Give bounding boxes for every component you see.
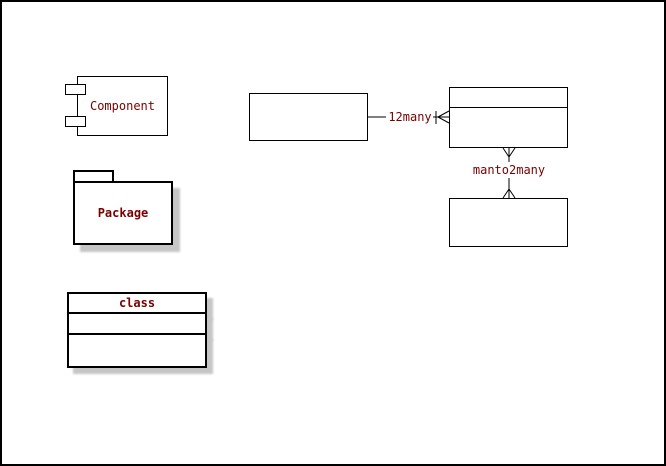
entity-box[interactable] [449,198,568,247]
class-operations-compartment[interactable] [67,333,207,368]
entity-box-with-header[interactable] [449,87,568,148]
component-label: Component [89,99,156,113]
package-label: Package [97,206,149,220]
crow-foot-many-icon [437,110,450,124]
crow-foot-many-icon [502,147,516,158]
class-label: class [118,296,156,310]
relation-12many-label[interactable]: 12many [388,110,432,124]
entity-header-row[interactable] [450,88,567,108]
class-shape[interactable]: class [67,292,207,368]
component-port-icon [65,84,86,95]
relation-manto2many-label[interactable]: manto2many [472,163,546,177]
component-port-icon [65,116,86,127]
entity-box[interactable] [249,93,368,141]
class-name-compartment[interactable]: class [67,292,207,314]
component-shape[interactable]: Component [77,76,168,136]
package-shape[interactable]: Package [73,181,173,245]
relation-manto2many-connector[interactable] [502,147,516,199]
relation-12many-connector[interactable] [368,110,450,124]
crow-foot-many-icon [502,188,516,199]
